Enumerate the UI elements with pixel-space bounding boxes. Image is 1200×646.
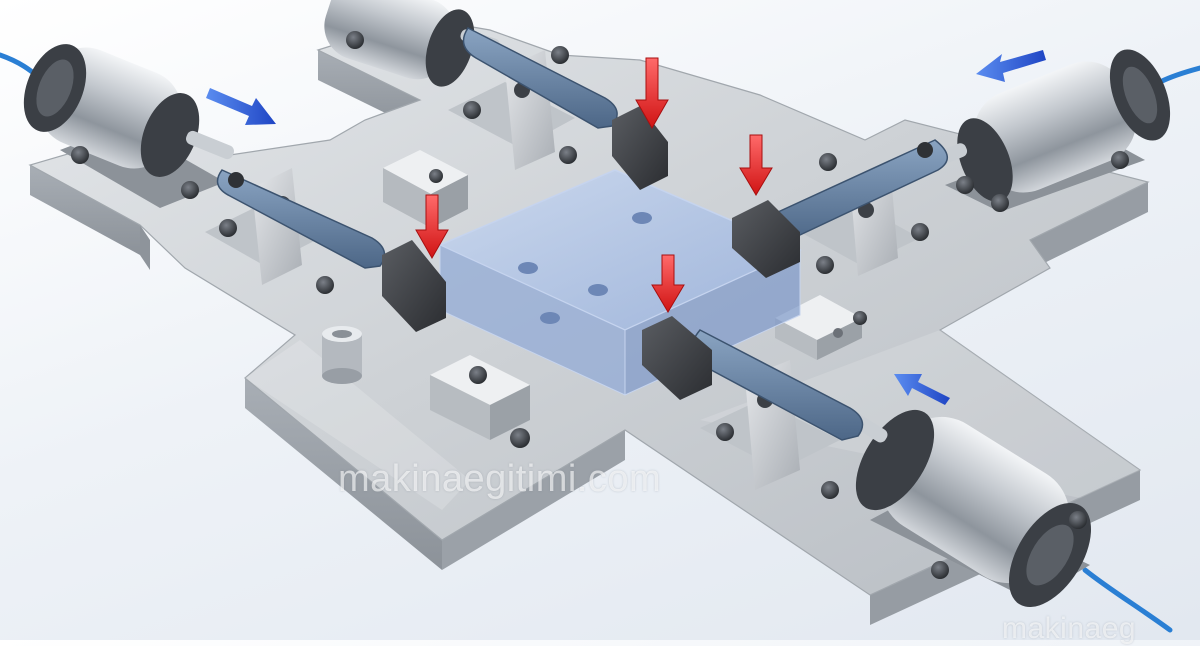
- socket-bolt-icon: [429, 169, 443, 183]
- socket-bolt-icon: [551, 46, 569, 64]
- toggle-clamp-left: [205, 168, 446, 332]
- socket-bolt-icon: [821, 481, 839, 499]
- cylinder-motion-arrow-icon: [206, 88, 276, 125]
- toggle-clamp-top: [448, 27, 668, 190]
- pneumatic-cylinder-icon: [855, 409, 1092, 608]
- cylinder-motion-arrow-icon: [976, 50, 1046, 82]
- pneumatic-cylinder-icon: [324, 0, 475, 87]
- socket-bolt-icon: [819, 153, 837, 171]
- socket-bolt-icon: [219, 219, 237, 237]
- pneumatic-cylinder-icon: [957, 49, 1171, 202]
- locating-pin-icon: [322, 326, 362, 384]
- motion-arrows: [206, 50, 1046, 405]
- pneumatic-cylinder-top: [324, 0, 500, 87]
- clamp-force-arrow-icon: [415, 194, 449, 260]
- clamp-force-arrow-icon: [635, 57, 669, 130]
- locating-block-icon: [383, 150, 468, 228]
- bolt-group: [71, 31, 1129, 579]
- socket-bolt-icon: [316, 276, 334, 294]
- toggle-clamp-bottom: [642, 316, 864, 490]
- locating-block-icon: [775, 295, 862, 360]
- socket-bolt-icon: [956, 176, 974, 194]
- air-hose-icon: [1157, 65, 1200, 85]
- clamp-force-arrow-icon: [739, 134, 773, 196]
- socket-bolt-icon: [911, 223, 929, 241]
- socket-bolt-icon: [71, 146, 89, 164]
- socket-bolt-icon: [816, 256, 834, 274]
- pneumatic-cylinder-bottom-right: [840, 407, 1092, 608]
- cylinder-motion-arrow-icon: [894, 374, 950, 405]
- toggle-clamp-arm-icon: [216, 169, 386, 269]
- socket-bolt-icon: [931, 561, 949, 579]
- air-hose-icon: [1082, 567, 1173, 633]
- toggle-clamp-right: [732, 139, 948, 278]
- socket-bolt-icon: [346, 31, 364, 49]
- clamp-force-arrows: [415, 57, 773, 313]
- toggle-clamp-arm-icon: [462, 27, 618, 129]
- pneumatic-cylinder-icon: [23, 44, 200, 177]
- socket-bolt-icon: [469, 366, 487, 384]
- socket-bolt-icon: [853, 311, 867, 325]
- socket-bolt-icon: [716, 423, 734, 441]
- socket-bolt-icon: [463, 101, 481, 119]
- socket-bolt-icon: [181, 181, 199, 199]
- pneumatic-cylinder-right: [920, 49, 1171, 212]
- socket-bolt-icon: [1069, 511, 1087, 529]
- socket-bolt-icon: [991, 194, 1009, 212]
- socket-bolt-icon: [559, 146, 577, 164]
- socket-bolt-icon: [1111, 151, 1129, 169]
- socket-bolt-icon: [510, 428, 530, 448]
- clamp-force-arrow-icon: [651, 254, 685, 313]
